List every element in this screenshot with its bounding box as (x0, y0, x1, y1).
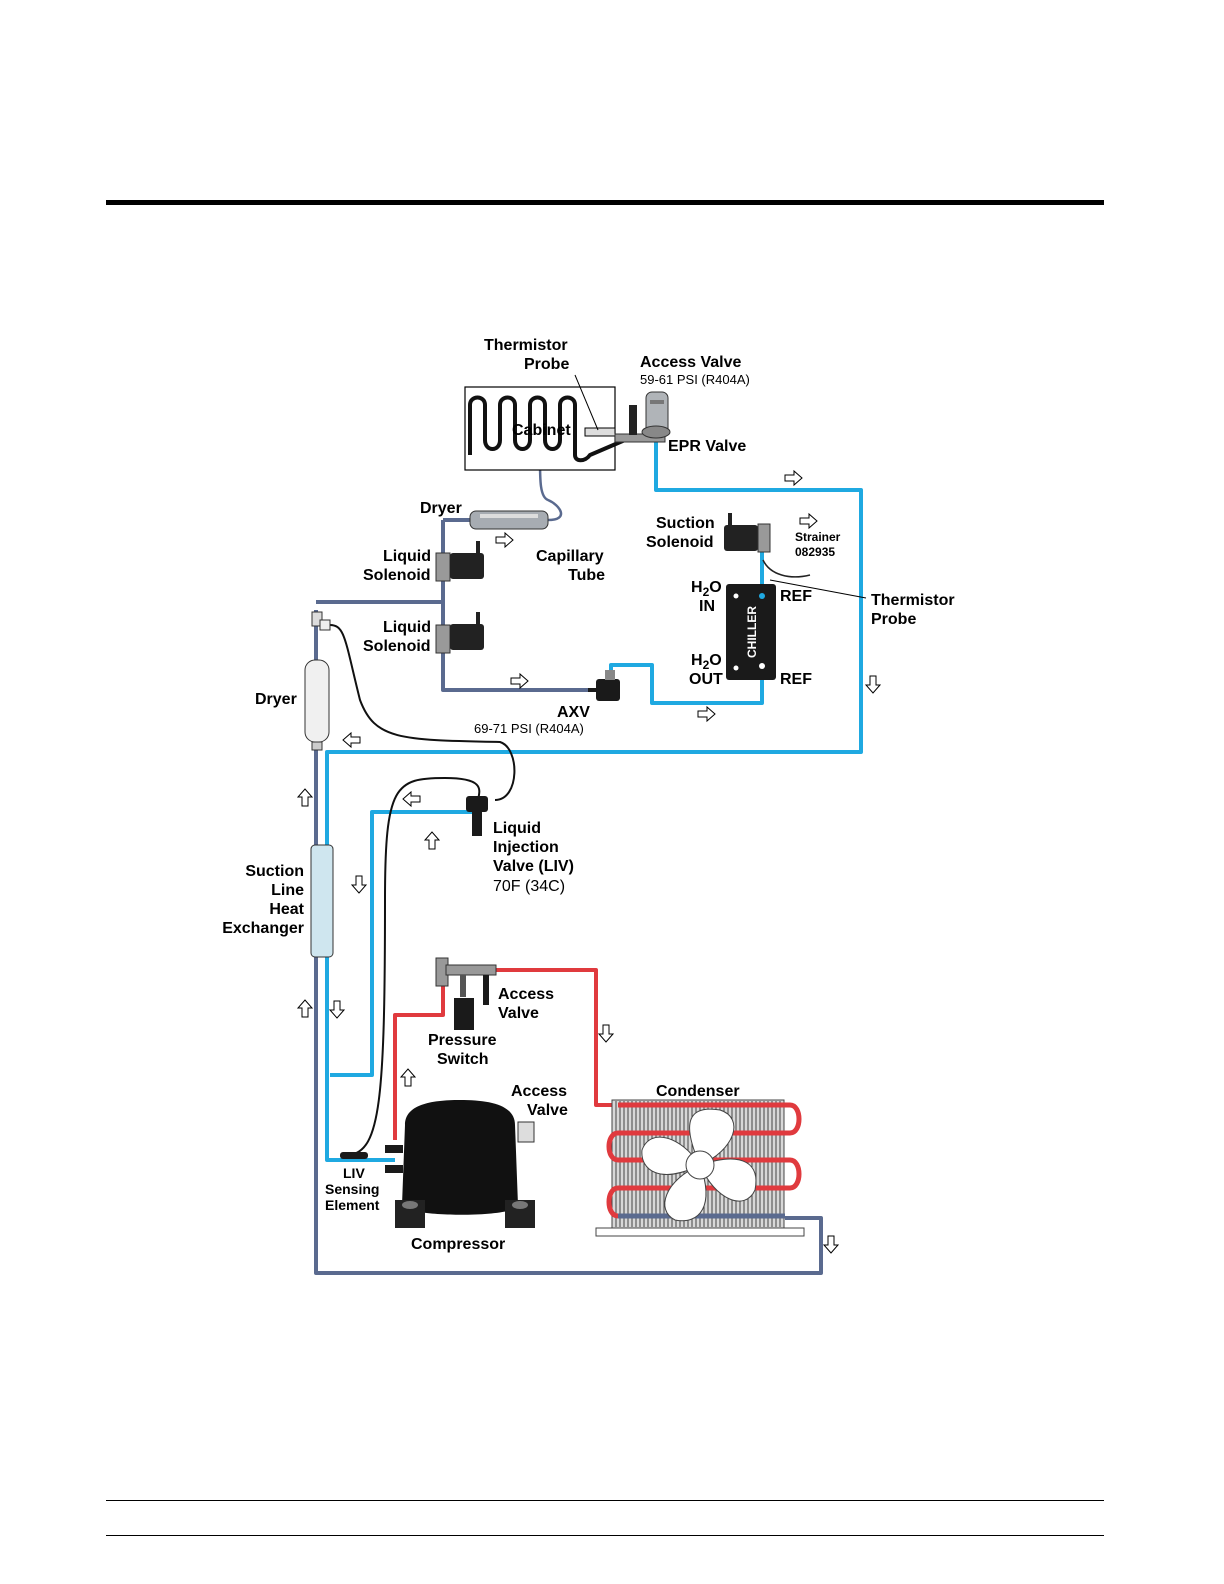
dryer-top-label: Dryer (420, 500, 462, 517)
flow-arrow-down-icon (598, 1024, 614, 1043)
liquid-solenoid-2-label-2: Solenoid (363, 638, 431, 655)
fan-icon (641, 1108, 757, 1222)
liquid-solenoid-2 (435, 612, 484, 654)
pressure-switch-label-2: Switch (437, 1051, 489, 1068)
thermistor-probe-leader (769, 579, 867, 599)
liv-sensing-label-1: LIV (343, 1165, 365, 1181)
axv-valve (588, 670, 620, 701)
flow-arrow-down-icon (865, 675, 881, 694)
flow-arrow-up-icon (297, 788, 313, 807)
suction-solenoid-label-2: Solenoid (646, 534, 714, 551)
slhx-label-3: Heat (269, 901, 304, 918)
footer-rule-top (106, 1500, 1104, 1501)
access-valve-mid-label-2: Valve (498, 1005, 539, 1022)
capillary-tube-label-2: Tube (568, 567, 605, 584)
footer-rule-bottom (106, 1535, 1104, 1536)
flow-arrow-right-icon (799, 513, 818, 529)
dryer-left (304, 611, 331, 751)
thermistor-probe-right-label-2: Probe (871, 611, 916, 628)
epr-valve-label: EPR Valve (668, 438, 746, 455)
flow-arrow-down-icon (351, 875, 367, 894)
flow-arrow-up-icon (400, 1068, 416, 1087)
axv-label: AXV (557, 704, 590, 721)
epr-valve (614, 391, 671, 443)
h2o-out-sub-label: OUT (689, 671, 723, 688)
cabinet-label: Cabinet (512, 422, 571, 439)
dryer-left-label: Dryer (255, 691, 297, 708)
access-valve-top (629, 405, 637, 435)
labels: Thermistor Probe Access Valve 59-61 PSI … (222, 337, 954, 1253)
suction-lines (325, 440, 863, 1162)
liquid-injection-valve (466, 796, 488, 836)
slhx-label-4: Exchanger (222, 920, 304, 937)
liv-sensing-tubes (329, 624, 516, 1156)
liquid-solenoid-2-label-1: Liquid (383, 619, 431, 636)
flow-arrow-up-icon (424, 831, 440, 850)
thermistor-probe-top-label-2: Probe (524, 356, 569, 373)
thermistor-probe-top-label-1: Thermistor (484, 337, 568, 354)
pressure-switch-label-1: Pressure (428, 1032, 497, 1049)
compressor (385, 1100, 535, 1228)
liv-label-3: Valve (LIV) (493, 858, 574, 875)
liv-temp-label: 70F (34C) (493, 878, 565, 895)
chiller (726, 584, 776, 680)
h2o-in-sub-label: IN (699, 598, 715, 615)
slhx-label-2: Line (271, 882, 304, 899)
h2o-in-label: H2O (691, 579, 722, 599)
dryer-top (469, 510, 549, 530)
access-valve-manifold (435, 957, 497, 1030)
compressor-label: Compressor (411, 1236, 505, 1253)
strainer (762, 559, 811, 578)
header-rule (106, 200, 1104, 205)
axv-pressure-label: 69-71 PSI (R404A) (474, 721, 584, 736)
access-valve-comp-label-1: Access (511, 1083, 567, 1100)
thermistor-probe-right-label-1: Thermistor (871, 592, 955, 609)
liv-label-1: Liquid (493, 820, 541, 837)
flow-arrow-down-icon (329, 1000, 345, 1019)
flow-arrow-right-icon (510, 673, 529, 689)
discharge-lines (393, 968, 618, 1140)
liquid-solenoid-1-label-2: Solenoid (363, 567, 431, 584)
liv-label-2: Injection (493, 839, 559, 856)
capillary-tube (538, 459, 563, 522)
cabinet (464, 374, 626, 471)
flow-arrow-left-icon (402, 791, 421, 807)
slhx-label-1: Suction (245, 863, 304, 880)
flow-arrow-up-icon (297, 999, 313, 1018)
liquid-solenoid-1-label-1: Liquid (383, 548, 431, 565)
access-valve-comp-label-2: Valve (527, 1102, 568, 1119)
suction-line-heat-exchanger (310, 844, 334, 958)
liv-sensing-label-2: Sensing (325, 1181, 379, 1197)
flow-arrow-right-icon (697, 706, 716, 722)
condenser-label: Condenser (656, 1083, 740, 1100)
access-valve-top-pressure: 59-61 PSI (R404A) (640, 372, 750, 387)
flow-arrow-right-icon (784, 470, 803, 486)
flow-arrow-right-icon (495, 532, 514, 548)
h2o-out-label: H2O (691, 652, 722, 672)
strainer-label-1: Strainer (795, 530, 841, 544)
liquid-solenoid-1 (435, 541, 484, 582)
flow-arrow-down-icon (823, 1235, 839, 1254)
liv-sensing-label-3: Element (325, 1197, 380, 1213)
access-valve-top-label: Access Valve (640, 354, 742, 371)
capillary-tube-label-1: Capillary (536, 548, 604, 565)
liv-sensing-bulb (340, 1152, 368, 1159)
suction-solenoid (724, 513, 771, 553)
ref-bottom-label: REF (780, 671, 812, 688)
suction-solenoid-label-1: Suction (656, 515, 715, 532)
access-valve-mid-label-1: Access (498, 986, 554, 1003)
flow-arrow-left-icon (342, 732, 361, 748)
strainer-label-2: 082935 (795, 545, 835, 559)
chiller-label: CHILLER (745, 606, 759, 658)
ref-top-label: REF (780, 588, 812, 605)
